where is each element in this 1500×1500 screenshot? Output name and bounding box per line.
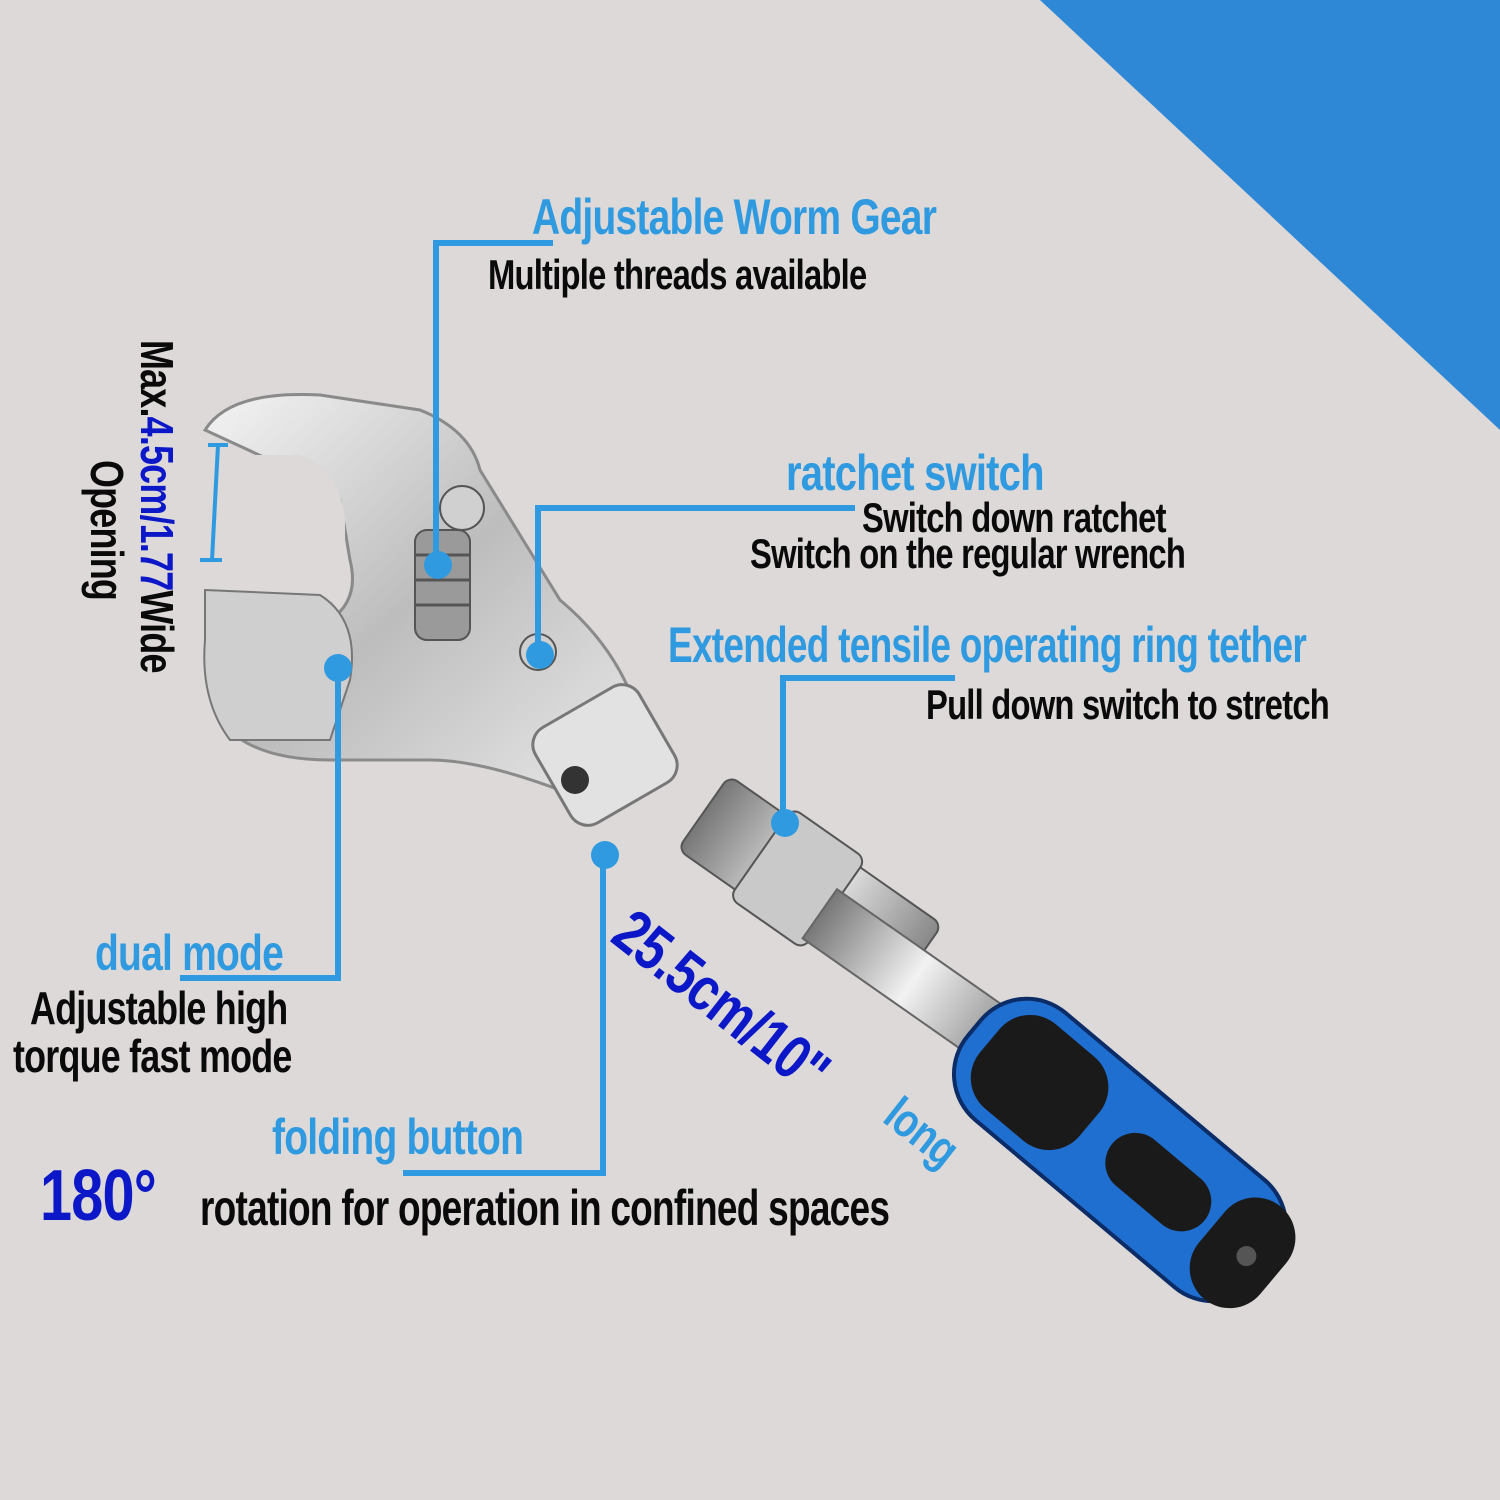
opening-label: Max.4.5cm/1.77Wide xyxy=(131,340,183,673)
folding-leader-v xyxy=(600,855,606,1175)
ratchet-switch-title: ratchet switch xyxy=(786,445,1045,501)
dual-mode-line1: Adjustable high xyxy=(30,982,288,1034)
worm-gear-leader-v xyxy=(433,240,439,570)
worm-gear-subtitle: Multiple threads available xyxy=(488,251,867,298)
tether-subtitle: Pull down switch to stretch xyxy=(926,681,1330,728)
rotation-text: rotation for operation in confined space… xyxy=(200,1180,890,1236)
opening-value: 4.5cm/1.77 xyxy=(131,416,183,591)
folding-button-title: folding button xyxy=(272,1109,524,1165)
ratchet-switch-line2: Switch on the regular wrench xyxy=(750,530,1186,577)
folding-leader-h xyxy=(403,1170,606,1176)
dual-mode-title: dual mode xyxy=(95,925,284,981)
worm-gear-title: Adjustable Worm Gear xyxy=(532,189,937,245)
dual-mode-leader-v xyxy=(335,670,341,980)
tether-title: Extended tensile operating ring tether xyxy=(668,617,1307,673)
dual-mode-line2: torque fast mode xyxy=(13,1030,292,1082)
opening-line2: Opening xyxy=(81,460,133,601)
ratchet-leader-v xyxy=(535,505,541,655)
tether-leader-v xyxy=(780,675,786,825)
worm-gear-leader-h xyxy=(433,240,553,246)
rotation-degrees: 180° xyxy=(40,1156,157,1236)
tether-leader-h xyxy=(780,675,955,681)
opening-suffix: Wide xyxy=(131,590,183,673)
opening-prefix: Max. xyxy=(131,340,183,417)
ratchet-leader-h xyxy=(535,505,855,511)
ratchet-switch-line1: Switch down ratchet xyxy=(862,494,1166,541)
dual-mode-leader-h xyxy=(180,975,341,981)
